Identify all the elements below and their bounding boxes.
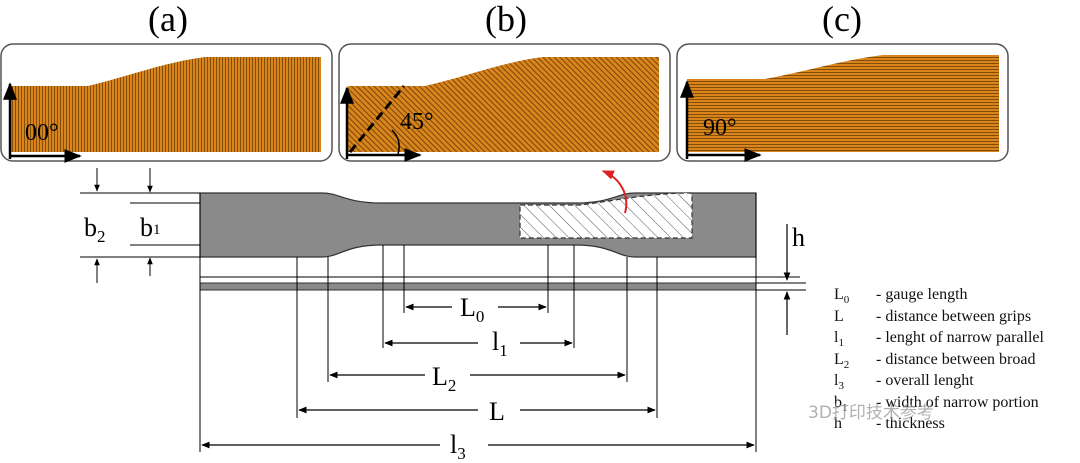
red-pointer-arrow [601,170,628,214]
L0-label: L0 [460,293,484,326]
b1-label: b1 [140,213,161,242]
L2-label: L2 [432,362,456,395]
watermark: 3D打印技术参考 [808,403,934,423]
legend-row: L - distance between grips [834,307,1032,325]
l1-label: l1 [492,327,508,360]
legend-row: L2 - distance between broad [834,350,1036,371]
panel-b-45deg-dashed-line [348,85,406,153]
specimen-side-view [199,282,757,291]
legend-row: l3 - overall lenght [834,372,974,393]
dimension-lines [201,303,755,449]
panel-c-letter: (c) [822,0,862,39]
panel-c: 90° [676,43,1009,162]
specimen-hatched-region [519,192,693,239]
legend: L0 - gauge length L - distance between g… [834,284,1080,435]
panel-b-letter: (b) [485,0,527,39]
panel-b: 45° [338,43,671,162]
legend-row: l1 - lenght of narrow parallel [834,329,1044,350]
L-label: L [489,397,505,426]
panel-c-print-90deg [687,55,999,152]
panel-a-letter: (a) [148,0,188,39]
legend-row: h - thickness [834,415,945,432]
extension-lines [199,193,757,452]
panel-b-angle-label: 45° [400,109,434,135]
panel-c-angle-label: 90° [703,115,737,141]
legend-row: L0 - gauge length [834,286,968,307]
panel-a-print-0deg [10,57,321,152]
b2-label: b2 [84,213,106,246]
b-dimension-guides [80,168,200,283]
panel-a-angle-label: 00° [25,120,59,146]
panel-b-print-45deg [348,57,659,152]
legend-row: b1 - width of narrow portion [834,393,1039,414]
l3-label: l3 [450,430,466,463]
panel-a: 00° [0,43,333,163]
panel-b-angle-arc [391,129,400,155]
h-label: h [792,223,805,252]
